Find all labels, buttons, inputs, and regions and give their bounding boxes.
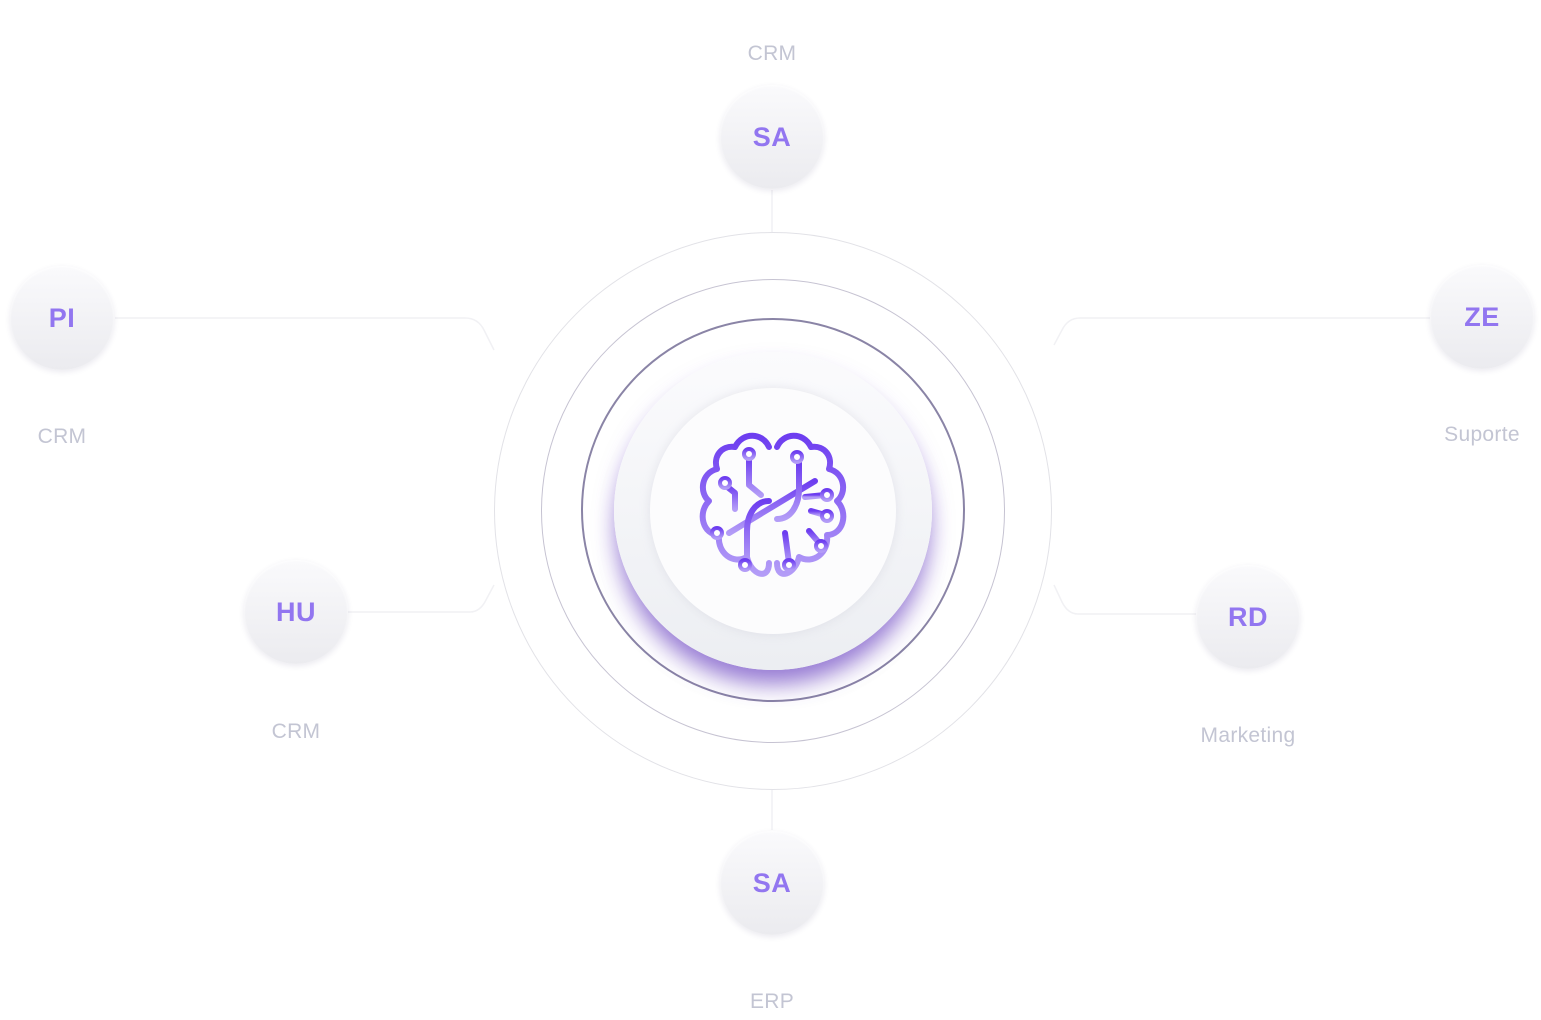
brain-circuit-icon (699, 432, 847, 577)
middle-ring (541, 279, 1005, 743)
node-bottom[interactable]: SA (720, 831, 824, 935)
node-right-upper-label: Suporte (1444, 423, 1520, 446)
node-right-upper[interactable]: ZE (1430, 265, 1534, 369)
node-right-lower[interactable]: RD (1196, 565, 1300, 669)
node-top[interactable]: SA (720, 85, 824, 189)
connector-left-upper (115, 317, 495, 351)
node-left-upper-label: CRM (37, 425, 87, 448)
connector-right-lower (1053, 584, 1196, 615)
connector-right-upper (1053, 317, 1430, 346)
node-left-upper[interactable]: PI (10, 266, 114, 370)
node-left-lower[interactable]: HU (244, 560, 348, 664)
node-top-label: CRM (747, 42, 797, 65)
node-right-lower-label: Marketing (1200, 724, 1296, 747)
inner-ring (581, 318, 965, 702)
central-hub-core (650, 388, 896, 634)
connector-left-lower (348, 584, 495, 613)
node-bottom-label: ERP (749, 990, 795, 1013)
outer-ring (494, 232, 1052, 790)
node-left-lower-label: CRM (271, 720, 321, 743)
